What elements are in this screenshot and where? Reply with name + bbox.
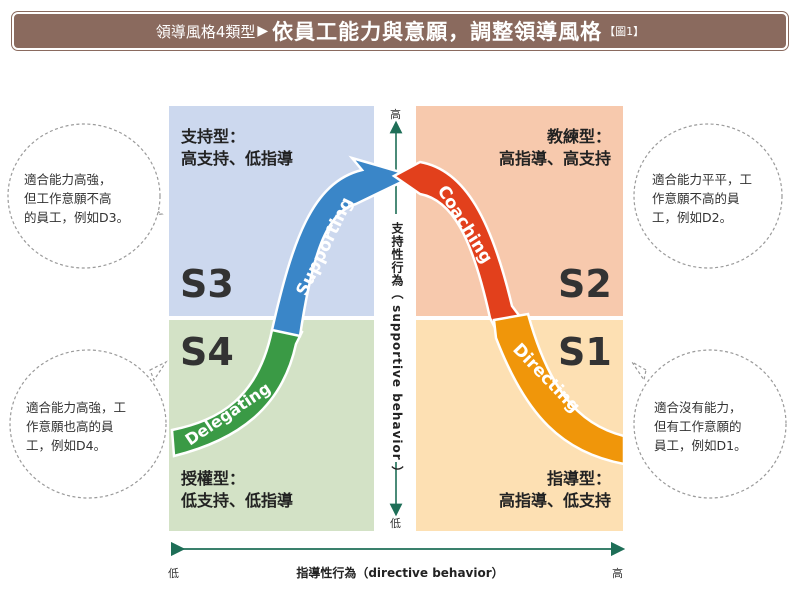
quadrant-s2-label: S2	[558, 262, 612, 306]
quadrant-s3-label: S3	[180, 262, 234, 306]
horizontal-axis-label: 指導性行為（directive behavior）	[296, 566, 504, 580]
bubble-bottom-right-line1: 適合沒有能力，	[654, 400, 742, 415]
banner-figure-tag: 【圖1】	[604, 25, 645, 38]
quadrant-s1-title: 指導型： 高指導、低支持	[499, 468, 611, 512]
quadrant-s4-label: S4	[180, 330, 234, 374]
bubble-bottom-left-shape	[149, 360, 168, 382]
bubble-bottom-left-line2: 作意願也高的員	[26, 419, 114, 434]
bubble-top-left-line1: 適合能力高強，	[24, 172, 112, 187]
s1-title-line2: 高指導、低支持	[498, 491, 611, 510]
horizontal-axis-low: 低	[168, 567, 179, 580]
s3-title-line2: 高支持、低指導	[181, 149, 294, 168]
delegating-arrow	[170, 316, 304, 458]
banner-arrow-icon: ▶	[257, 23, 269, 39]
directing-arrow	[492, 312, 626, 466]
bubble-bottom-left-circle	[9, 349, 167, 499]
supporting-arrow	[270, 155, 418, 338]
s2-title-line1: 教練型：	[546, 127, 611, 146]
quadrant-s1-label: S1	[558, 330, 612, 374]
bubble-bottom-left: 適合能力高強，工 作意願也高的員 工，例如D4。	[26, 398, 126, 455]
title-banner: 領導風格4類型 ▶ 依員工能力與意願，調整領導風格 【圖1】	[12, 12, 788, 50]
banner-title: 依員工能力與意願，調整領導風格	[272, 20, 603, 44]
bubble-bottom-right-shape	[631, 361, 647, 382]
s4-title-line1: 授權型：	[181, 469, 246, 488]
quadrant-s3-title: 支持型： 高支持、低指導	[181, 126, 293, 170]
bubble-bottom-right: 適合沒有能力， 但有工作意願的 員工，例如D1。	[654, 398, 747, 455]
s2-title-line2: 高指導、高支持	[498, 149, 611, 168]
bubble-bottom-left-line1: 適合能力高強，工	[26, 400, 127, 415]
bubble-top-left-line3: 的員工，例如D3。	[24, 210, 130, 225]
bubble-bottom-right-line3: 員工，例如D1。	[654, 438, 747, 453]
vertical-axis-high: 高	[390, 108, 401, 121]
vertical-axis-label: 支持性行為（ supportive behavior ）	[390, 222, 404, 479]
bubble-top-right-line2: 作意願不高的員	[652, 191, 740, 206]
bubble-top-left-line2: 但工作意願不高	[24, 191, 112, 206]
s1-title-line1: 指導型：	[546, 469, 611, 488]
delegating-label: Delegating	[182, 378, 274, 449]
bubble-bottom-right-circle	[633, 349, 787, 499]
horizontal-axis-high: 高	[612, 567, 623, 580]
s3-title-line1: 支持型：	[181, 127, 246, 146]
vertical-axis-low: 低	[390, 517, 401, 530]
quadrant-s2-title: 教練型： 高指導、高支持	[499, 126, 611, 170]
bubble-top-right-line1: 適合能力平平，工	[652, 172, 753, 187]
bubble-top-left-circle	[7, 123, 161, 269]
bubble-bottom-right-line2: 但有工作意願的	[654, 419, 742, 434]
bubble-top-right: 適合能力平平，工 作意願不高的員 工，例如D2。	[652, 170, 752, 227]
bubble-top-right-line3: 工，例如D2。	[652, 210, 733, 225]
s4-title-line2: 低支持、低指導	[181, 491, 294, 510]
bubble-top-right-circle	[633, 123, 783, 269]
banner-prefix: 領導風格4類型	[155, 22, 256, 41]
bubble-bottom-left-line3: 工，例如D4。	[26, 438, 107, 453]
bubble-top-left: 適合能力高強， 但工作意願不高 的員工，例如D3。	[24, 170, 129, 227]
quadrant-s4-title: 授權型： 低支持、低指導	[181, 468, 293, 512]
